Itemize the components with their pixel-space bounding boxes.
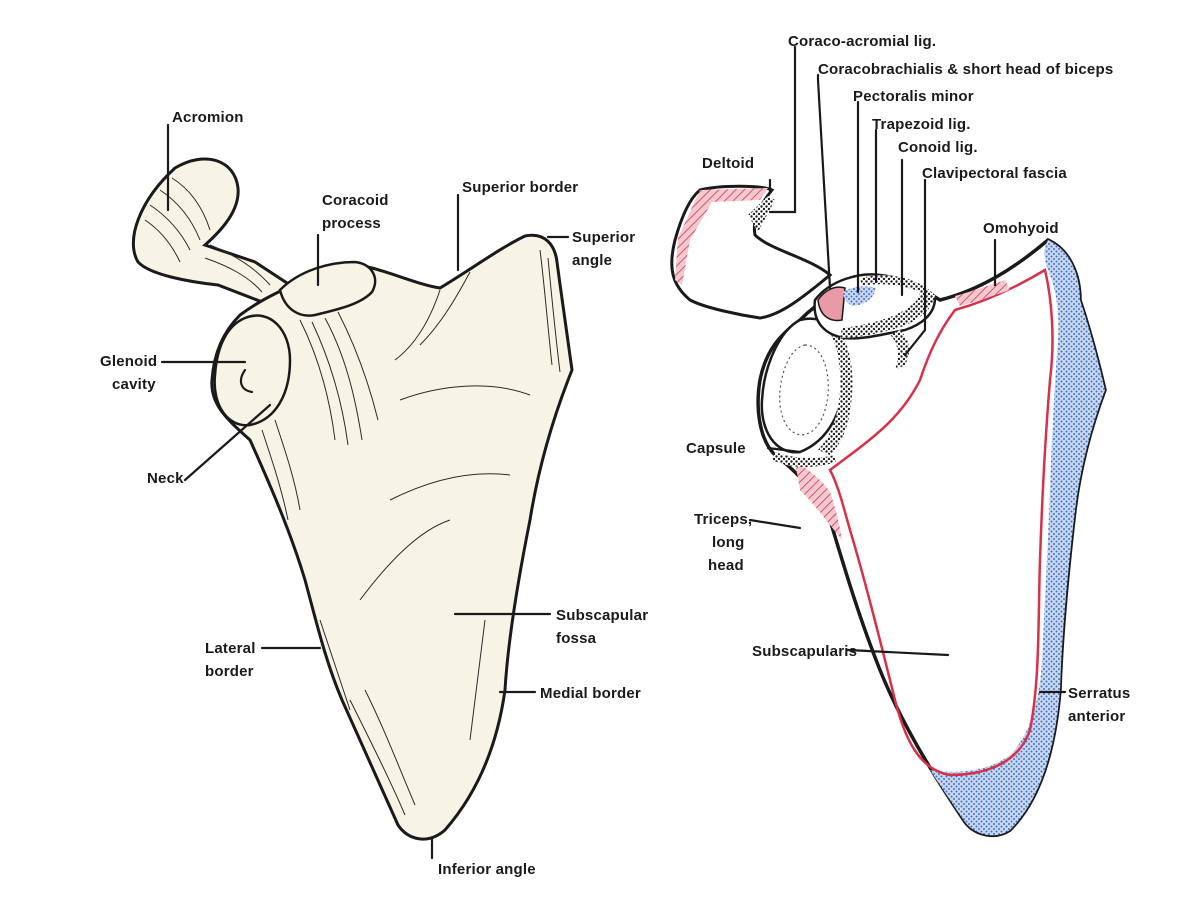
label-clavipectoral-fascia: Clavipectoral fascia — [922, 165, 1067, 182]
conoid-stipple — [890, 330, 910, 370]
label-coracobrachialis: Coracobrachialis & short head of biceps — [818, 61, 1113, 78]
label-triceps-line3: head — [708, 557, 744, 574]
label-subscapular-fossa-line1: Subscapular — [556, 607, 648, 624]
label-coracoid-process-line2: process — [322, 215, 381, 232]
label-capsule: Capsule — [686, 440, 746, 457]
deltoid-attachment — [675, 188, 768, 285]
label-medial-border: Medial border — [540, 685, 641, 702]
label-trapezoid-lig: Trapezoid lig. — [872, 116, 971, 133]
triceps-attachment — [795, 462, 842, 540]
label-deltoid: Deltoid — [702, 155, 754, 172]
label-subscapular-fossa-line2: fossa — [556, 630, 597, 647]
right-acromion-outline — [670, 184, 833, 320]
label-subscapularis: Subscapularis — [752, 643, 857, 660]
label-superior-angle-line1: Superior — [572, 229, 635, 246]
label-superior-border: Superior border — [462, 179, 578, 196]
coraco-acromial-attachment — [748, 196, 775, 232]
label-glenoid-cavity-line1: Glenoid — [100, 353, 157, 370]
right-leader-lines — [748, 45, 1067, 694]
label-coracoid-process-line1: Coracoid — [322, 192, 389, 209]
label-omohyoid: Omohyoid — [983, 220, 1059, 237]
acromion-hatching — [144, 177, 271, 293]
label-glenoid-cavity-line2: cavity — [112, 376, 156, 393]
label-lateral-border-line1: Lateral — [205, 640, 256, 657]
label-superior-angle-line2: angle — [572, 252, 612, 269]
label-inferior-angle: Inferior angle — [438, 861, 536, 878]
coracobrachialis-attachment — [817, 286, 846, 322]
omohyoid-attachment — [955, 280, 1010, 306]
pectoralis-minor-attachment — [843, 286, 876, 306]
serratus-anterior-attachment — [930, 240, 1105, 836]
coracoid-ligament-stipple — [840, 275, 935, 338]
capsule-lower-stipple — [772, 452, 836, 468]
label-pectoralis-minor: Pectoralis minor — [853, 88, 974, 105]
label-lateral-border-line2: border — [205, 663, 254, 680]
left-leader-lines — [160, 123, 570, 860]
label-triceps-line1: Triceps, — [694, 511, 752, 528]
subscapularis-outline — [828, 268, 1054, 777]
label-coraco-acromial-lig: Coraco-acromial lig. — [788, 33, 936, 50]
left-scapula-drawing — [131, 157, 574, 841]
label-conoid-lig: Conoid lig. — [898, 139, 978, 156]
right-scapula-drawing — [670, 184, 1107, 838]
body-hatching — [261, 249, 561, 816]
right-labels: Coraco-acromial lig. Coracobrachialis & … — [686, 33, 1130, 725]
acromion-shape — [131, 157, 293, 307]
capsule-stipple — [818, 320, 853, 455]
left-labels: Acromion Coracoid process Superior borde… — [100, 109, 648, 878]
label-triceps-line2: long — [712, 534, 744, 551]
glenoid-cavity-shape — [213, 314, 292, 427]
coracoid-process-shape — [278, 260, 377, 317]
label-acromion: Acromion — [172, 109, 244, 126]
glenoid-dotted-rim — [779, 344, 829, 436]
label-serratus-anterior-line1: Serratus — [1068, 685, 1130, 702]
label-neck: Neck — [147, 470, 184, 487]
label-serratus-anterior-line2: anterior — [1068, 708, 1125, 725]
